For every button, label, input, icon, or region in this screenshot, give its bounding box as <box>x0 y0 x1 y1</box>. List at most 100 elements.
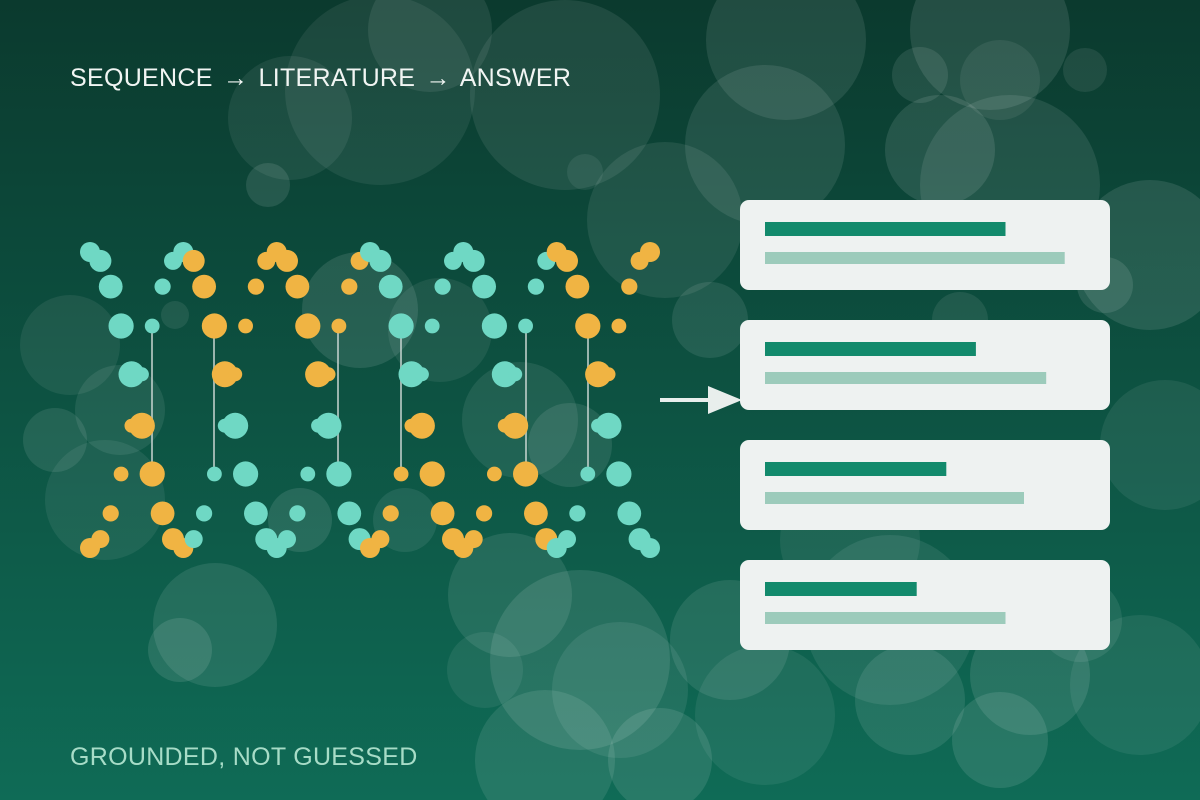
arrow-right-icon <box>660 386 742 414</box>
helix-base <box>434 278 451 295</box>
result-cards <box>740 200 1110 650</box>
bokeh-circle <box>475 690 615 800</box>
helix-base <box>462 249 485 272</box>
bokeh-circle <box>148 618 212 682</box>
helix-base <box>382 505 399 522</box>
helix-base <box>128 412 155 439</box>
helix-base <box>228 367 243 382</box>
headline-part-answer: ANSWER <box>459 64 572 92</box>
helix-base <box>513 461 539 487</box>
bokeh-circle <box>373 488 437 552</box>
bokeh-circle <box>567 154 603 190</box>
bokeh-circle <box>608 708 712 800</box>
helix-base <box>134 367 149 382</box>
helix-base <box>244 501 268 526</box>
headline-part-sequence: SEQUENCE <box>70 64 213 92</box>
bokeh-circle <box>672 282 748 358</box>
headline-arrow-1: → <box>222 64 249 92</box>
helix-base <box>569 505 586 522</box>
bokeh-circle <box>246 163 290 207</box>
helix-base <box>487 466 502 482</box>
helix-base <box>398 361 425 388</box>
bokeh-circle <box>490 570 670 750</box>
helix-base <box>617 501 642 526</box>
helix-base <box>369 249 392 272</box>
helix-base <box>430 501 455 526</box>
bokeh-circle <box>1100 380 1200 510</box>
bokeh-circle <box>685 65 845 225</box>
helix-base <box>326 461 352 487</box>
card-text-bar <box>765 252 1065 264</box>
helix-base <box>611 318 627 334</box>
helix-base <box>508 367 523 382</box>
helix-base <box>556 249 578 272</box>
helix-base <box>419 461 445 487</box>
card-background <box>740 440 1110 530</box>
helix-base <box>233 461 259 487</box>
helix-base <box>518 318 533 334</box>
bokeh-circle <box>45 440 165 560</box>
bokeh-circle <box>960 40 1040 120</box>
bokeh-circle <box>153 563 277 687</box>
bokeh-circle <box>228 56 352 180</box>
helix-base <box>595 412 622 439</box>
bokeh-circle <box>706 0 866 120</box>
helix-base <box>91 530 110 549</box>
helix-base <box>393 466 409 482</box>
helix-base <box>580 466 596 482</box>
helix-base <box>315 412 342 439</box>
helix-base <box>424 318 440 334</box>
bokeh-circle <box>695 645 835 785</box>
bokeh-background <box>20 0 1200 800</box>
helix-base <box>321 367 336 382</box>
helix-base <box>502 412 529 439</box>
helix-base <box>621 278 638 295</box>
bokeh-circle <box>448 533 572 657</box>
helix-base <box>196 505 213 522</box>
helix-base <box>102 505 119 522</box>
card-title-bar <box>765 222 1006 236</box>
helix-base <box>414 367 429 382</box>
bokeh-circle <box>368 0 492 92</box>
card-background <box>740 320 1110 410</box>
document-card-icon <box>740 440 1110 530</box>
helix-base <box>371 530 390 549</box>
helix-base <box>305 361 332 388</box>
helix-base <box>378 274 403 299</box>
bokeh-circle <box>285 0 475 185</box>
helix-base <box>139 461 165 487</box>
helix-base <box>476 505 493 522</box>
helix-base <box>388 313 414 339</box>
helix-base <box>408 412 435 439</box>
card-title-bar <box>765 462 947 476</box>
bokeh-circle <box>23 408 87 472</box>
card-text-bar <box>765 612 1006 624</box>
helix-base <box>331 318 347 334</box>
helix-base <box>640 538 660 558</box>
helix-base <box>182 249 205 272</box>
helix-base <box>89 249 112 272</box>
card-text-bar <box>765 372 1047 384</box>
card-background <box>740 200 1110 290</box>
bokeh-circle <box>1070 615 1200 755</box>
helix-base <box>247 278 264 295</box>
document-card-icon <box>740 320 1110 410</box>
dna-helix-icon <box>80 242 660 558</box>
helix-base <box>144 318 160 334</box>
helix-base <box>606 461 632 487</box>
helix-base <box>464 530 483 549</box>
bokeh-circle <box>161 301 189 329</box>
helix-base <box>640 242 660 262</box>
tagline: GROUNDED, NOT GUESSED <box>70 743 418 771</box>
helix-base <box>201 313 227 339</box>
bokeh-circle <box>885 95 995 205</box>
arrow-head <box>708 386 742 414</box>
helix-base <box>285 274 310 299</box>
helix-base <box>108 313 134 339</box>
bokeh-circle <box>855 645 965 755</box>
card-title-bar <box>765 342 976 356</box>
helix-base <box>192 274 217 299</box>
bokeh-circle <box>952 692 1048 788</box>
